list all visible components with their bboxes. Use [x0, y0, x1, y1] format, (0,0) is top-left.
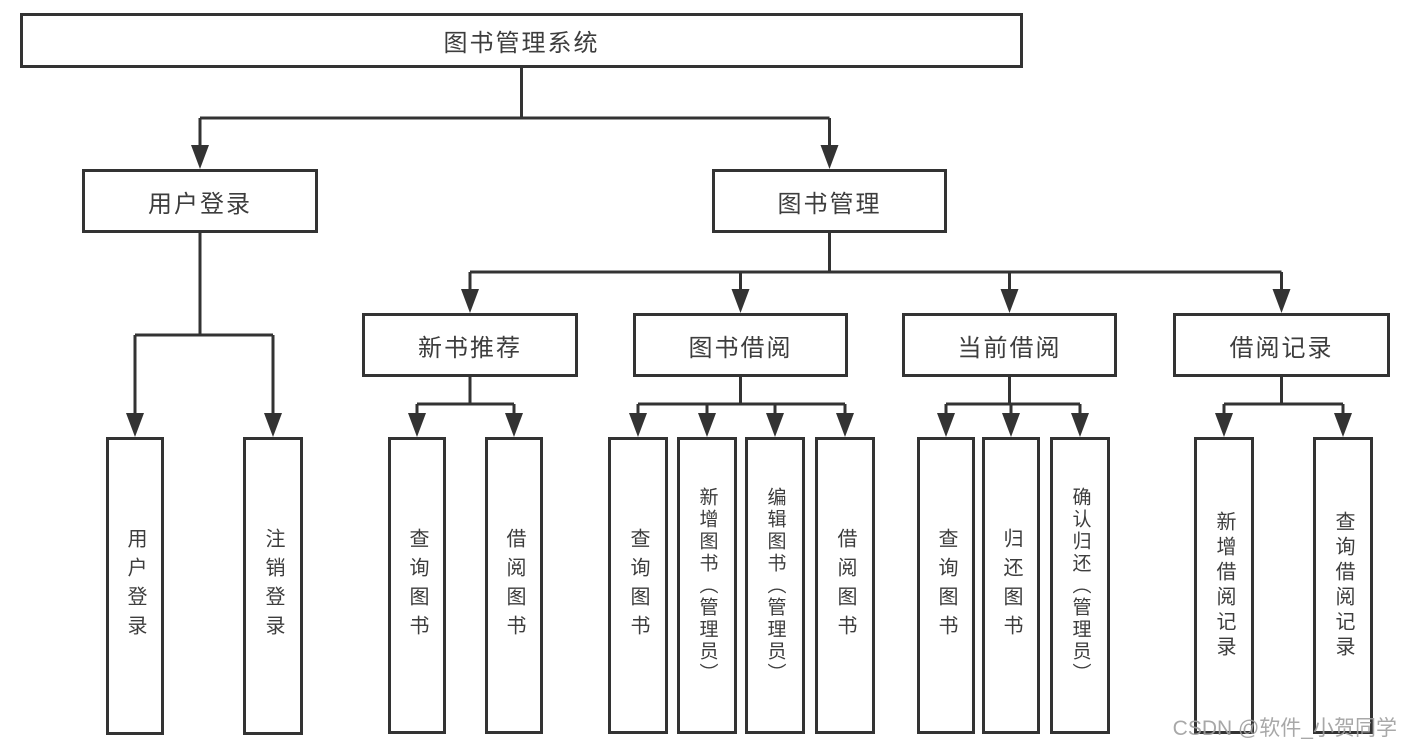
connector-new-book-group: [415, 377, 516, 419]
leaf-nbr-query-books: 查询图书: [388, 437, 446, 734]
leaf-br-add-record: 新增借阅记录: [1194, 437, 1254, 734]
arrowhead-down: [1272, 289, 1291, 313]
leaf-br-add-record-label: 新增借阅记录: [1213, 510, 1235, 661]
arrowhead-down: [505, 413, 523, 437]
leaf-bb-edit-books-admin-label: 编辑图书（管理员）: [764, 486, 786, 685]
arrowhead-down: [408, 413, 426, 437]
node-book-borrow: 图书借阅: [633, 313, 848, 377]
arrowhead-down: [629, 413, 647, 437]
arrowhead-down: [191, 145, 209, 169]
node-borrow-records-label: 借阅记录: [1229, 334, 1334, 362]
leaf-bb-edit-books-admin: 编辑图书（管理员）: [745, 437, 805, 734]
arrowhead-down: [731, 289, 750, 313]
leaf-bb-query-books-label: 查询图书: [627, 527, 649, 644]
arrowhead-down: [766, 413, 784, 437]
leaf-nbr-borrow-books-label: 借阅图书: [503, 527, 525, 644]
connector-book-management-group: [468, 233, 1283, 295]
connector-root-to-level2: [198, 68, 831, 151]
leaf-logout-label: 注销登录: [262, 528, 284, 644]
leaf-user-login: 用户登录: [106, 437, 164, 735]
leaf-cb-query-books-label: 查询图书: [935, 527, 957, 644]
arrowhead-down: [836, 413, 854, 437]
connector-borrow-records-group: [1222, 377, 1345, 419]
node-current-borrow: 当前借阅: [902, 313, 1117, 377]
node-borrow-records: 借阅记录: [1173, 313, 1390, 377]
arrowhead-down: [1215, 413, 1233, 437]
node-new-book-recommend-label: 新书推荐: [418, 334, 522, 362]
connector-book-borrow-group: [636, 377, 847, 419]
connector-user-login-group: [133, 233, 275, 419]
arrowhead-down: [1000, 289, 1019, 313]
arrowhead-down: [820, 145, 839, 169]
arrowhead-down: [698, 413, 716, 437]
node-user-login-label: 用户登录: [148, 190, 252, 218]
leaf-user-login-label: 用户登录: [124, 528, 146, 644]
node-book-management-label: 图书管理: [777, 190, 882, 218]
node-current-borrow-label: 当前借阅: [957, 334, 1062, 362]
leaf-bb-borrow-books: 借阅图书: [815, 437, 875, 734]
leaf-logout: 注销登录: [243, 437, 303, 735]
leaf-cb-confirm-return-admin: 确认归还（管理员）: [1050, 437, 1110, 734]
arrowhead-down: [126, 413, 144, 437]
leaf-bb-query-books: 查询图书: [608, 437, 668, 734]
leaf-bb-add-books-admin: 新增图书（管理员）: [677, 437, 737, 734]
arrowhead-down: [937, 413, 955, 437]
node-book-management: 图书管理: [712, 169, 947, 233]
arrowhead-down: [1071, 413, 1089, 437]
node-root-label: 图书管理系统: [443, 30, 600, 57]
node-book-borrow-label: 图书借阅: [688, 334, 793, 362]
node-user-login: 用户登录: [82, 169, 318, 233]
arrowhead-down: [1002, 413, 1020, 437]
node-root: 图书管理系统: [20, 13, 1023, 68]
watermark: CSDN @软件_小贺同学: [1172, 717, 1397, 740]
leaf-nbr-borrow-books: 借阅图书: [485, 437, 543, 734]
arrowhead-down: [264, 413, 282, 437]
connector-current-borrow-group: [944, 377, 1082, 419]
arrowhead-down: [461, 289, 479, 313]
leaf-nbr-query-books-label: 查询图书: [406, 527, 428, 644]
leaf-cb-return-books-label: 归还图书: [1000, 527, 1022, 644]
leaf-bb-add-books-admin-label: 新增图书（管理员）: [696, 486, 718, 685]
leaf-cb-confirm-return-admin-label: 确认归还（管理员）: [1069, 486, 1091, 685]
leaf-bb-borrow-books-label: 借阅图书: [834, 527, 856, 644]
leaf-cb-query-books: 查询图书: [917, 437, 975, 734]
arrowhead-down: [1334, 413, 1352, 437]
leaf-br-query-record: 查询借阅记录: [1313, 437, 1373, 734]
node-new-book-recommend: 新书推荐: [362, 313, 578, 377]
leaf-br-query-record-label: 查询借阅记录: [1332, 510, 1354, 661]
leaf-cb-return-books: 归还图书: [982, 437, 1040, 734]
